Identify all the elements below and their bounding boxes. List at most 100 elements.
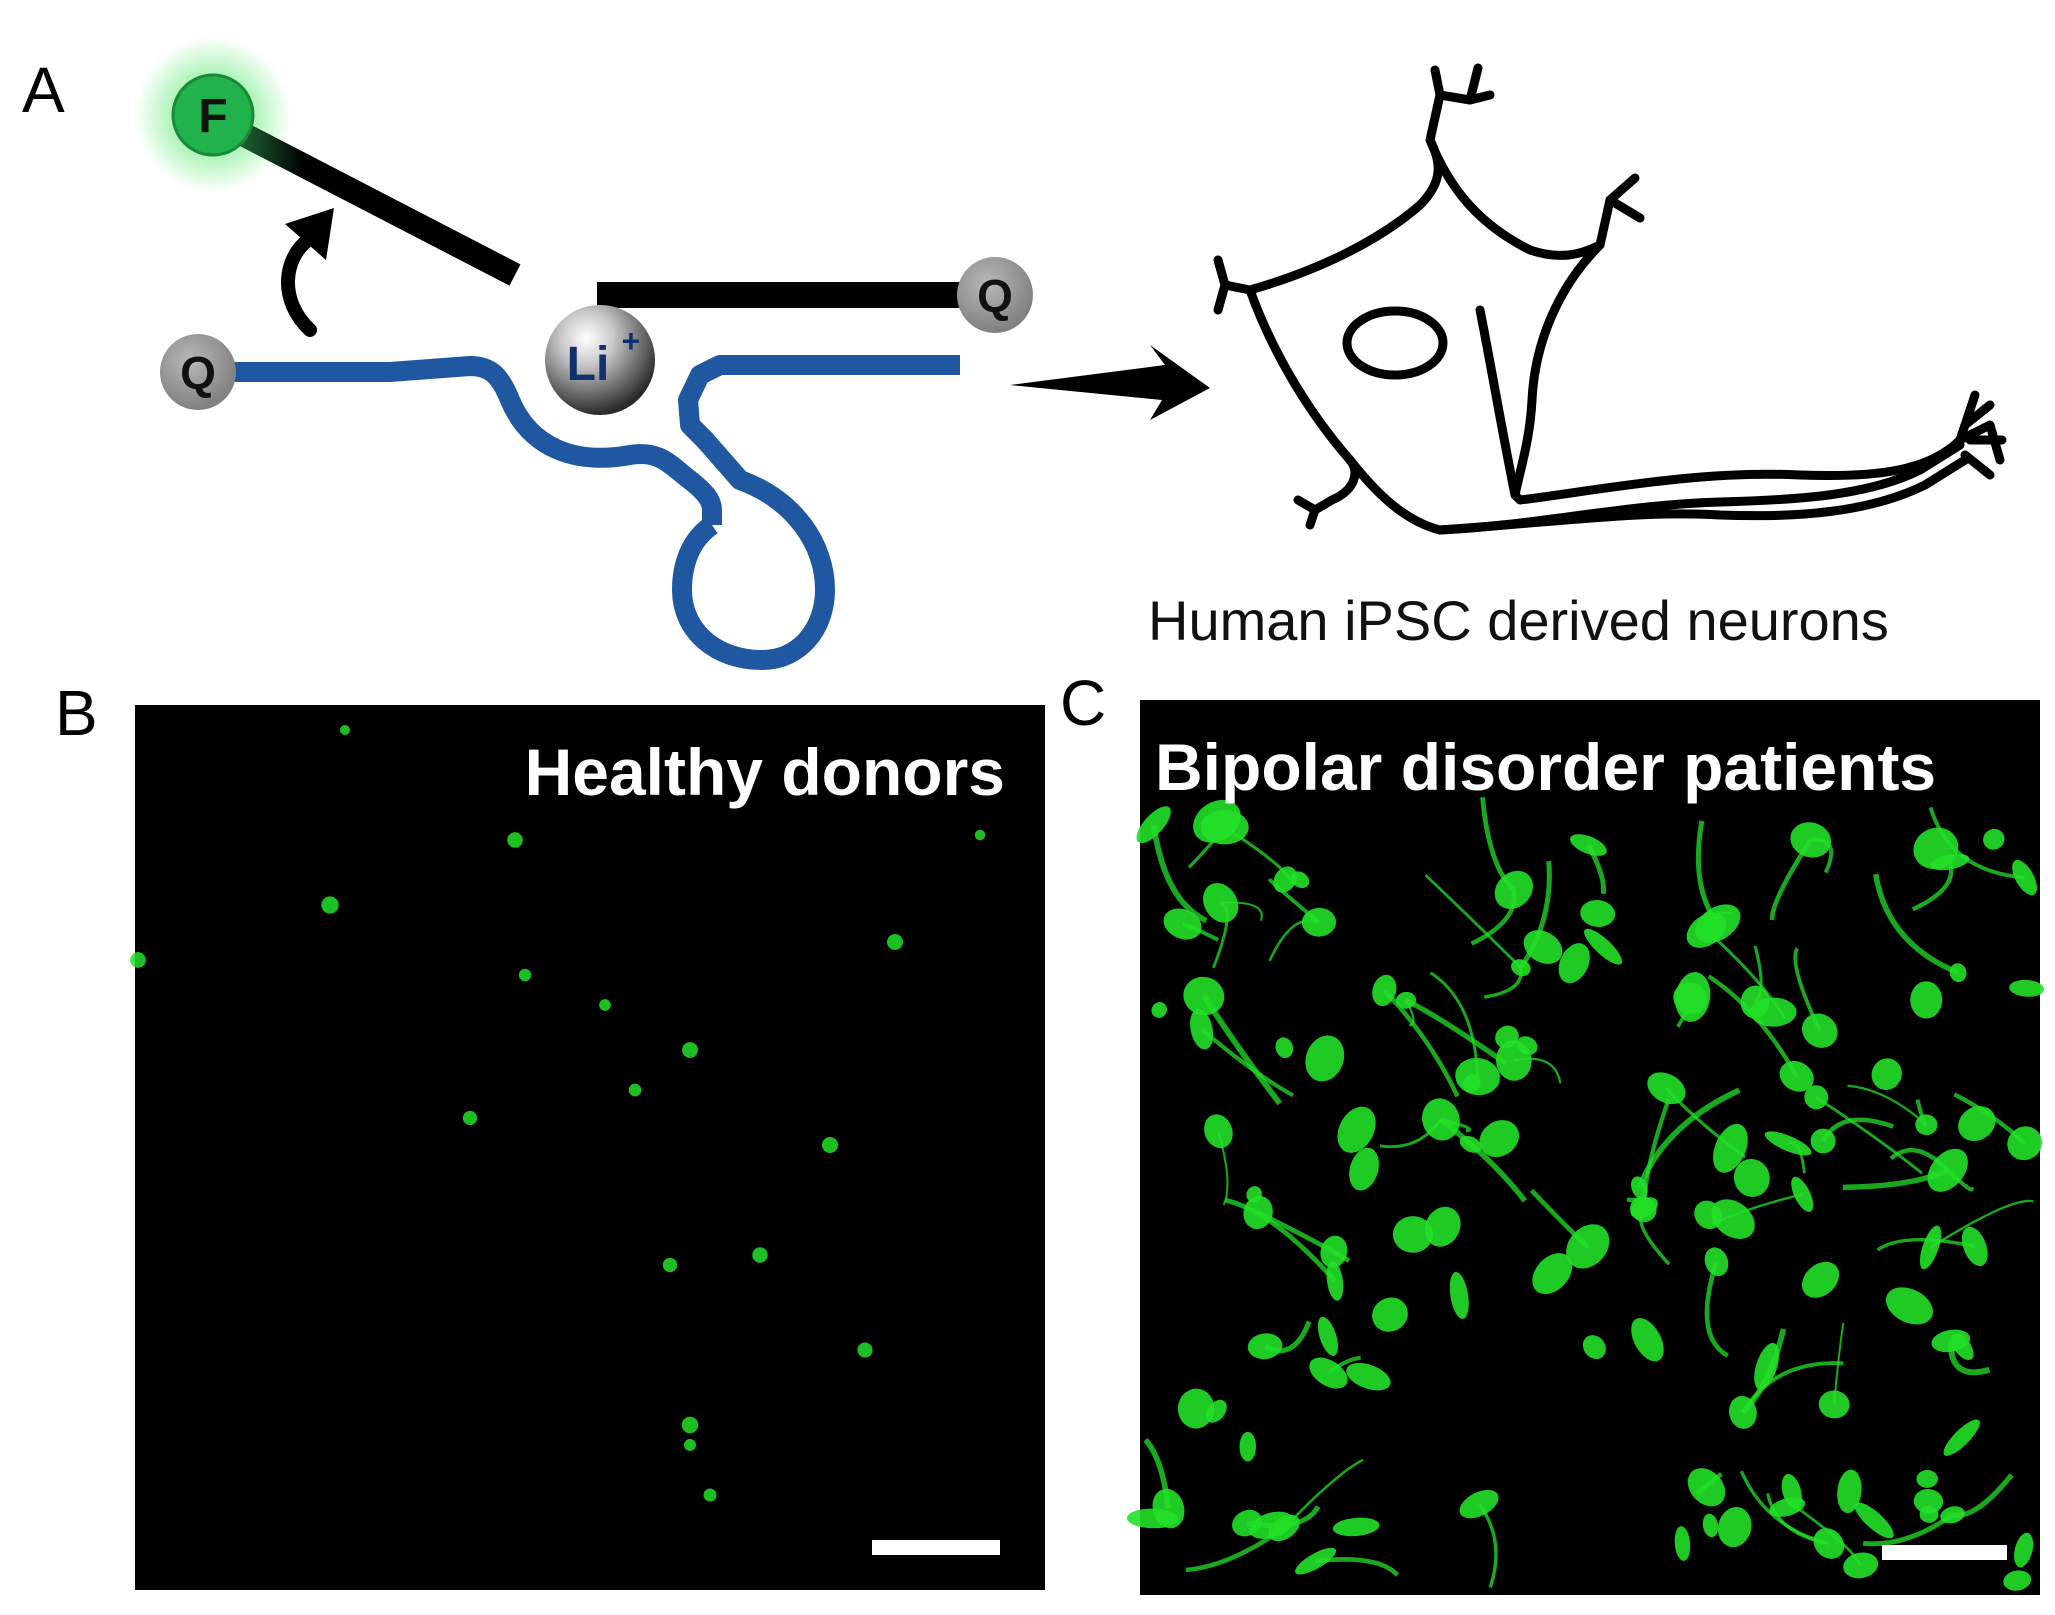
fluorescent-dot xyxy=(752,1247,768,1263)
fluorescent-dot xyxy=(886,933,904,951)
cell-body xyxy=(1317,1316,1339,1356)
cell-body xyxy=(1511,959,1531,977)
cell-body xyxy=(1301,907,1337,937)
cell-body xyxy=(1931,1329,1971,1353)
released-strand xyxy=(229,119,521,286)
neurite xyxy=(1873,873,1960,976)
fluorescent-dot xyxy=(628,1083,642,1097)
cell-body xyxy=(1910,981,1943,1019)
cell-body xyxy=(1943,1419,1980,1456)
neuron-caption: Human iPSC derived neurons xyxy=(1148,589,1889,652)
cell-body xyxy=(1919,1506,1939,1523)
cell-body xyxy=(1532,1253,1573,1295)
fluorescent-dot xyxy=(974,829,986,841)
cell-body xyxy=(1558,943,1590,984)
cell-body xyxy=(1837,1469,1862,1514)
cell-body xyxy=(1290,871,1310,889)
cell-body xyxy=(1764,1131,1812,1156)
cell-body xyxy=(1246,1186,1262,1203)
cell-body xyxy=(1268,1514,1300,1542)
cell-body xyxy=(1818,1390,1850,1419)
cell-body xyxy=(1247,1333,1283,1360)
cell-body xyxy=(1854,1502,1894,1539)
cell-body xyxy=(1631,1318,1664,1362)
cell-body xyxy=(2007,1126,2043,1161)
cell-body xyxy=(1459,1489,1499,1519)
cell-body xyxy=(1915,1114,1938,1136)
cell-body xyxy=(1580,899,1616,927)
cell-body xyxy=(1729,1395,1757,1429)
cell-body xyxy=(1647,1072,1686,1105)
cell-body xyxy=(1190,1008,1214,1050)
cell-body xyxy=(1582,1335,1606,1360)
release-arrow-icon xyxy=(281,208,334,337)
cell-body xyxy=(1570,834,1607,856)
fluorescent-dot xyxy=(321,896,339,914)
cell-body xyxy=(1958,1105,1996,1142)
cell-body xyxy=(1675,972,1711,1022)
cell-body xyxy=(1151,1001,1167,1018)
cell-body xyxy=(1459,1135,1482,1153)
ion-main-text: Li xyxy=(567,338,610,391)
cell-body xyxy=(1495,1040,1532,1081)
cell-body xyxy=(1239,1431,1257,1462)
fluorescent-dot xyxy=(462,1110,478,1126)
cell-body xyxy=(1949,963,1967,983)
cell-body xyxy=(1779,1060,1814,1092)
cell-body xyxy=(1913,827,1959,870)
cell-body xyxy=(1152,1488,1185,1529)
cell-body xyxy=(1927,1148,1968,1192)
fluorescent-dot xyxy=(518,968,532,982)
arrow-to-neuron-icon xyxy=(1010,345,1210,420)
cell-body xyxy=(1200,810,1249,845)
neurite xyxy=(1929,1199,2034,1249)
cell-body xyxy=(1243,1195,1273,1230)
cell-body xyxy=(1349,1147,1379,1191)
cell-body xyxy=(1961,1226,1988,1267)
cell-body xyxy=(1885,1287,1933,1325)
fluorescent-dot xyxy=(130,952,146,968)
cell-body xyxy=(1332,1517,1380,1537)
cell-body xyxy=(1337,1106,1376,1153)
cell-body xyxy=(1392,1216,1434,1253)
cell-body xyxy=(1871,1058,1902,1090)
cell-body xyxy=(2009,979,2045,997)
dnazyme-strand xyxy=(230,355,960,670)
cell-body xyxy=(1713,1123,1748,1173)
cell-body xyxy=(1702,1513,1719,1538)
neurite xyxy=(1876,1237,1976,1252)
cell-body xyxy=(1810,1128,1836,1154)
cell-body xyxy=(1309,1357,1348,1389)
fluorescent-dot xyxy=(507,832,523,848)
fluorescent-dot xyxy=(662,1257,678,1273)
neurite xyxy=(1150,824,1208,924)
quencher-strand xyxy=(597,282,997,308)
cell-body xyxy=(1791,1176,1814,1212)
cell-body xyxy=(1704,1247,1729,1277)
cell-body xyxy=(1584,928,1623,965)
quencher-letter-left: Q xyxy=(180,347,216,399)
cell-body xyxy=(1395,991,1417,1009)
cell-body xyxy=(1320,1235,1348,1268)
quencher-letter-right: Q xyxy=(977,270,1013,322)
fluorescent-dot xyxy=(703,1488,717,1502)
fluorescent-dot xyxy=(599,999,611,1011)
cell-body xyxy=(1273,866,1297,893)
fluorescent-dot xyxy=(857,1342,873,1358)
cell-body xyxy=(1479,1120,1520,1158)
cell-body xyxy=(1422,1098,1460,1141)
cell-body xyxy=(1424,1206,1461,1247)
cell-body xyxy=(1204,1114,1233,1149)
cell-body xyxy=(2003,1570,2032,1591)
cell-body xyxy=(1275,1037,1294,1058)
ion-charge-text: + xyxy=(622,323,641,359)
neurite xyxy=(1518,860,1552,970)
neurite xyxy=(1382,988,1460,1098)
cell-body xyxy=(1802,1013,1838,1048)
cell-body xyxy=(1790,822,1832,858)
cell-body xyxy=(1769,1497,1806,1517)
neurite xyxy=(1815,1096,1924,1175)
neurite xyxy=(1704,1261,1730,1358)
cell-body xyxy=(1346,1362,1391,1391)
